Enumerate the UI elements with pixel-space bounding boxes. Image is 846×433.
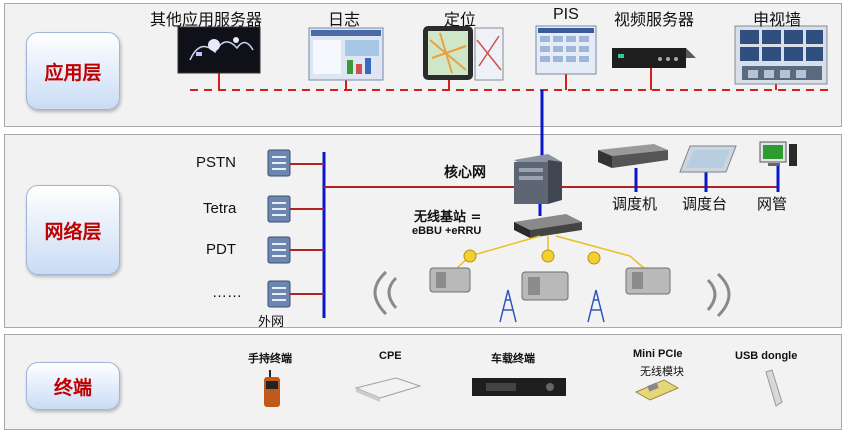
external-label-more: …… (212, 284, 242, 301)
positioning-tablet-icon (423, 26, 504, 81)
app-node-label-log: 日志 (328, 10, 361, 29)
terminal-label-mini-pcie: Mini PCIe (633, 348, 683, 360)
radio-wave-icons (373, 270, 731, 318)
external-label-tetra: Tetra (203, 200, 237, 217)
pis-screen-icon (535, 25, 597, 75)
base-station-detail-label: eBBU +eRRU (412, 225, 482, 237)
network-management-pc-icon (759, 141, 797, 166)
dispatch-console-label: 调度台 (682, 195, 728, 213)
log-screen-icon (308, 27, 384, 81)
rru-3-icon (625, 267, 671, 295)
cpe-icon (354, 377, 422, 402)
terminal-layer-button: 终端 (26, 362, 120, 410)
rru-1-icon (429, 267, 471, 293)
rru-2-icon (521, 271, 569, 301)
mini-pcie-module-icon (634, 379, 680, 401)
terminal-label-vehicle: 车载终端 (491, 352, 535, 365)
core-network-label: 核心网 (444, 165, 486, 181)
fiber-nodes (463, 249, 601, 265)
network-management-label: 网管 (757, 195, 788, 213)
tower-icons (499, 289, 605, 323)
core-network-icon (514, 154, 562, 204)
switch-pdt-icon (267, 236, 291, 264)
app-node-label-video-server: 视频服务器 (614, 10, 695, 29)
app-node-label-positioning: 定位 (444, 10, 477, 29)
switch-other-icon (267, 280, 291, 308)
app-layer-button: 应用层 (26, 32, 120, 110)
usb-dongle-icon (765, 369, 783, 407)
external-label-pstn: PSTN (196, 154, 237, 171)
base-station-label: 无线基站 = (414, 210, 482, 225)
switch-tetra-icon (267, 195, 291, 223)
external-links (290, 163, 324, 295)
switch-icons (267, 149, 291, 308)
handheld-terminal-icon (264, 370, 280, 407)
switch-pstn-icon (267, 149, 291, 177)
bbu-icon (514, 214, 582, 238)
terminal-label-cpe: CPE (379, 350, 402, 362)
video-wall-icon (734, 25, 828, 85)
network-layer-button: 网络层 (26, 185, 120, 275)
external-label-pdt: PDT (206, 241, 236, 258)
terminal-label-handheld: 手持终端 (248, 352, 292, 365)
external-network-label: 外网 (258, 315, 285, 330)
dispatch-console-icon (679, 145, 737, 173)
other-app-server-icon (177, 26, 261, 74)
terminal-label-usb-dongle: USB dongle (735, 350, 798, 362)
app-node-label-video-wall: 申视墙 (753, 10, 802, 29)
video-server-icon (612, 48, 696, 68)
dispatch-server-label: 调度机 (612, 195, 658, 213)
rru-icons (429, 267, 671, 301)
terminal-layer (4, 334, 842, 430)
app-drops (218, 68, 777, 90)
dispatch-drops (634, 166, 780, 192)
terminal-label-wireless-module: 无线模块 (640, 365, 684, 378)
app-node-label-other: 其他应用服务器 (150, 10, 263, 29)
vehicle-terminal-icon (472, 378, 566, 396)
app-node-label-pis: PIS (553, 6, 579, 23)
dispatch-server-icon (598, 144, 668, 168)
